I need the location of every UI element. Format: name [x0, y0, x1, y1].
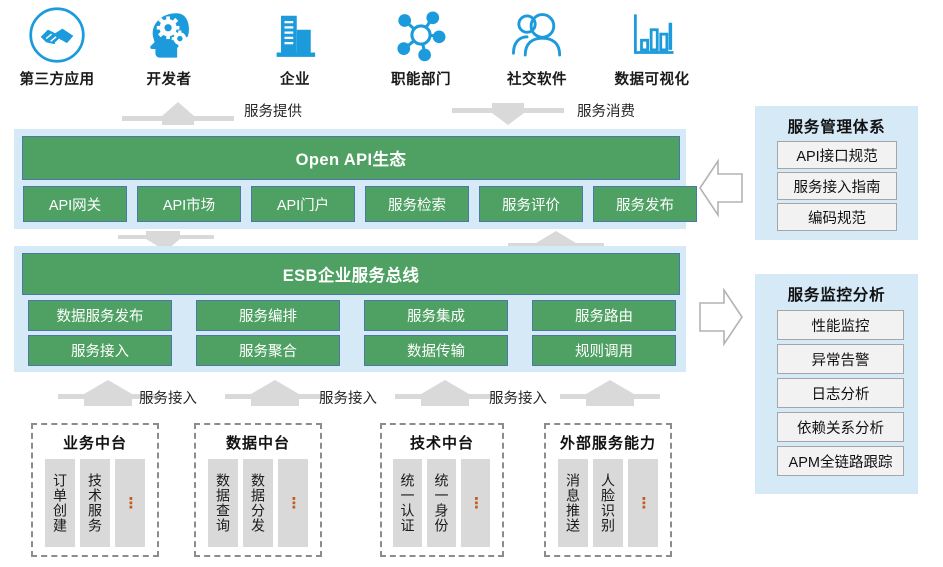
capability-chip[interactable]: 统一认证: [393, 459, 422, 547]
capability-chip[interactable]: 数据分发: [243, 459, 273, 547]
users-icon: [482, 4, 592, 66]
arrow-up-service-access-4: [560, 378, 660, 411]
bar-chart-icon: [597, 4, 707, 66]
label-service-consume: 服务消费: [577, 104, 635, 120]
esb-layer-panel: ESB企业服务总线 数据服务发布 服务编排 服务集成 服务路由 服务接入 服务聚…: [14, 246, 686, 372]
api-item-market[interactable]: API市场: [137, 186, 241, 222]
vertical-ellipsis-icon: ⋮: [635, 493, 652, 513]
handshake-icon: [2, 4, 112, 66]
capability-chip[interactable]: 订单创建: [45, 459, 75, 547]
esb-item-data-service-publish[interactable]: 数据服务发布: [28, 300, 172, 331]
side-item-apm-tracing[interactable]: APM全链路跟踪: [777, 446, 904, 476]
vertical-ellipsis-icon: ⋮: [467, 493, 485, 513]
arrow-up-service-access-1: [58, 378, 158, 411]
capability-chip-more[interactable]: ⋮: [461, 459, 490, 547]
side-panel-title: 服务管理体系: [787, 119, 886, 136]
platform-group-external-capability: 外部服务能力 消息推送 人脸识别 ⋮: [544, 423, 672, 557]
open-api-layer-panel: Open API生态 API网关 API市场 API门户 服务检索 服务评价 服…: [14, 129, 697, 229]
platform-title: 业务中台: [62, 435, 127, 452]
arrow-up-service-provide: [122, 99, 234, 130]
platform-group-business-midend: 业务中台 订单创建 技术服务 ⋮: [31, 423, 159, 557]
capability-chip[interactable]: 人脸识别: [593, 459, 623, 547]
capability-chip-more[interactable]: ⋮: [115, 459, 145, 547]
side-item-performance-monitor[interactable]: 性能监控: [777, 310, 904, 340]
arrow-down-service-consume: [452, 99, 564, 130]
side-item-anomaly-alert[interactable]: 异常告警: [777, 344, 904, 374]
consumer-label: 职能部门: [391, 72, 451, 88]
side-panel-service-management: 服务管理体系 API接口规范 服务接入指南 编码规范: [755, 106, 918, 240]
head-gears-icon: [114, 4, 224, 66]
capability-chip[interactable]: 消息推送: [558, 459, 588, 547]
platform-group-tech-midend: 技术中台 统一认证 统一身份 ⋮: [380, 423, 504, 557]
consumer-label: 第三方应用: [19, 72, 95, 88]
side-item-api-spec[interactable]: API接口规范: [777, 141, 897, 169]
side-item-coding-standard[interactable]: 编码规范: [777, 203, 897, 231]
consumer-item-data-visualization[interactable]: 数据可视化: [597, 4, 707, 89]
arrow-right-to-monitoring: [698, 284, 744, 355]
capability-chip-more[interactable]: ⋮: [628, 459, 658, 547]
esb-item-service-access[interactable]: 服务接入: [28, 335, 172, 366]
api-item-search[interactable]: 服务检索: [365, 186, 469, 222]
arrow-up-service-access-3: [395, 378, 495, 411]
arrow-left-to-api-layer: [698, 155, 744, 226]
consumer-label: 数据可视化: [614, 72, 690, 88]
consumer-item-developer[interactable]: 开发者: [114, 4, 224, 89]
arrow-up-service-access-2: [225, 378, 325, 411]
api-item-rating[interactable]: 服务评价: [479, 186, 583, 222]
label-service-access-1: 服务接入: [139, 391, 197, 407]
esb-item-rule-invocation[interactable]: 规则调用: [532, 335, 676, 366]
esb-item-orchestration[interactable]: 服务编排: [196, 300, 340, 331]
esb-layer-title: ESB企业服务总线: [22, 253, 680, 295]
side-item-log-analysis[interactable]: 日志分析: [777, 378, 904, 408]
capability-chip[interactable]: 统一身份: [427, 459, 456, 547]
vertical-ellipsis-icon: ⋮: [122, 493, 139, 513]
building-icon: [240, 4, 350, 66]
side-item-dependency-analysis[interactable]: 依赖关系分析: [777, 412, 904, 442]
consumer-item-functional-dept[interactable]: 职能部门: [366, 4, 476, 89]
consumer-item-social-software[interactable]: 社交软件: [482, 4, 592, 89]
side-item-access-guide[interactable]: 服务接入指南: [777, 172, 897, 200]
side-panel-service-monitoring: 服务监控分析 性能监控 异常告警 日志分析 依赖关系分析 APM全链路跟踪: [755, 274, 918, 494]
capability-chip-more[interactable]: ⋮: [278, 459, 308, 547]
platform-group-data-midend: 数据中台 数据查询 数据分发 ⋮: [194, 423, 322, 557]
network-hub-icon: [366, 4, 476, 66]
consumer-item-third-party-app[interactable]: 第三方应用: [2, 4, 112, 89]
api-item-portal[interactable]: API门户: [251, 186, 355, 222]
label-service-access-3: 服务接入: [489, 391, 547, 407]
vertical-ellipsis-icon: ⋮: [285, 493, 302, 513]
label-service-access-2: 服务接入: [319, 391, 377, 407]
platform-title: 外部服务能力: [559, 435, 656, 452]
api-item-gateway[interactable]: API网关: [23, 186, 127, 222]
consumer-label: 社交软件: [507, 72, 567, 88]
api-item-publish[interactable]: 服务发布: [593, 186, 697, 222]
capability-chip[interactable]: 数据查询: [208, 459, 238, 547]
arrow-down-api-to-esb: [118, 229, 214, 256]
consumer-label: 企业: [280, 72, 310, 88]
esb-item-aggregation[interactable]: 服务聚合: [196, 335, 340, 366]
open-api-layer-title: Open API生态: [22, 136, 680, 180]
platform-title: 数据中台: [225, 435, 290, 452]
consumer-item-enterprise[interactable]: 企业: [240, 4, 350, 89]
consumer-icon-row: 第三方应用: [0, 4, 720, 104]
platform-title: 技术中台: [409, 435, 474, 452]
esb-item-routing[interactable]: 服务路由: [532, 300, 676, 331]
side-panel-title: 服务监控分析: [787, 287, 886, 304]
esb-item-integration[interactable]: 服务集成: [364, 300, 508, 331]
label-service-provide: 服务提供: [244, 104, 302, 120]
capability-chip[interactable]: 技术服务: [80, 459, 110, 547]
esb-item-data-transfer[interactable]: 数据传输: [364, 335, 508, 366]
consumer-label: 开发者: [146, 72, 192, 88]
